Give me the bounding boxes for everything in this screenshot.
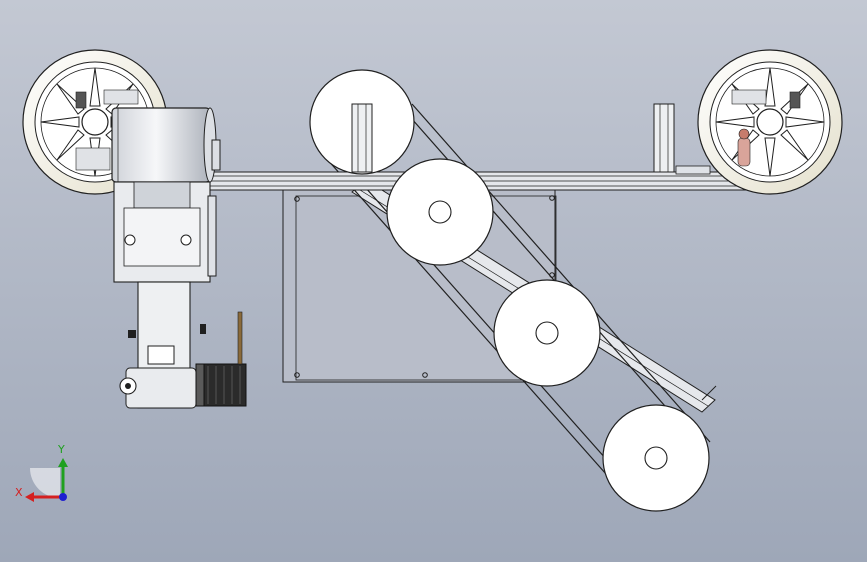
pulley-2[interactable] [386,158,494,266]
omni-wheel-left[interactable] [22,49,168,195]
drive-cylinder[interactable] [111,107,221,183]
x-axis-label: X [15,486,23,499]
vertical-post-right[interactable] [653,103,675,173]
pulley-bottom[interactable] [602,404,710,512]
z-axis-dot [59,493,67,501]
arm-upper-bracket[interactable] [113,181,217,283]
stepper-motor[interactable] [195,311,247,407]
pulley-top[interactable] [309,69,415,175]
y-axis-label: Y [58,443,65,456]
coordinate-triad [25,458,68,502]
pulley-3[interactable] [493,279,601,387]
arm-lower-link[interactable] [119,281,206,409]
omni-wheel-right[interactable] [697,49,843,195]
